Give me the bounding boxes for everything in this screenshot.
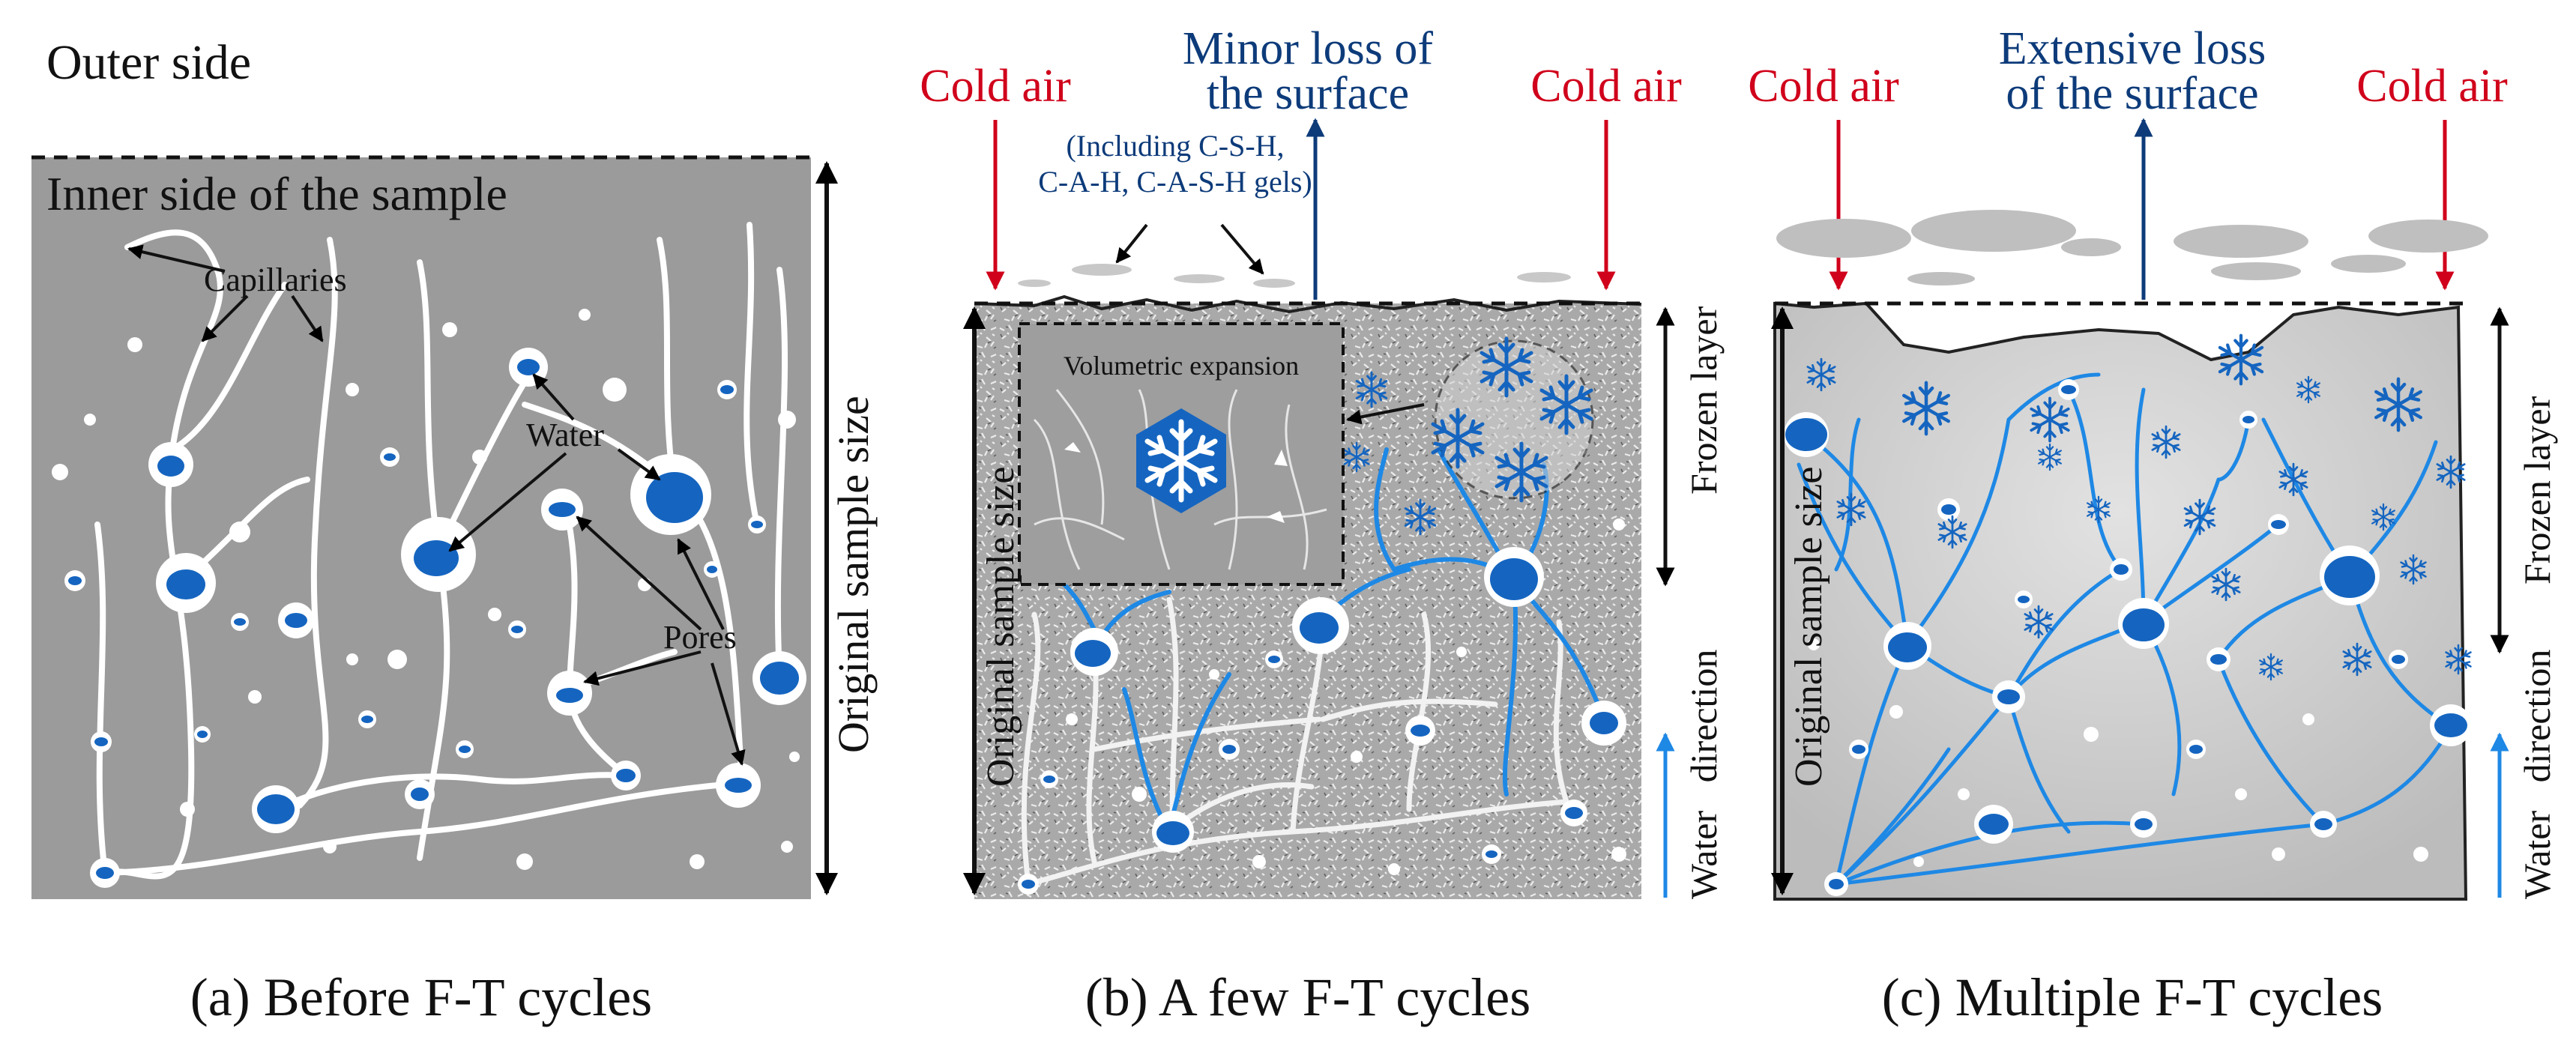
gel-pointer-1 — [1115, 223, 1148, 264]
minor-loss-line1: Minor loss of — [1183, 23, 1433, 74]
cold-air-right-b: Cold air — [1530, 61, 1682, 112]
capillaries-label: Capillaries — [204, 262, 347, 298]
gel-pointer-2 — [1220, 223, 1264, 275]
pores-b — [1018, 547, 1626, 895]
water-dir-label-b: Water direction — [1683, 650, 1725, 899]
inset-cracks — [1033, 389, 1327, 570]
panel-c: Cold air Cold air Extensive loss of the … — [1748, 23, 2558, 1027]
voids-c — [1808, 638, 2428, 867]
voids-b — [1066, 519, 1626, 875]
frozen-zone-b — [1343, 339, 1594, 536]
cold-air-left-b: Cold air — [920, 61, 1071, 112]
extensive-loss-line2: of the surface — [2006, 68, 2258, 119]
caption-b: (b) A few F-T cycles — [1085, 967, 1531, 1027]
cold-air-left-c: Cold air — [1748, 61, 1899, 112]
minor-loss-line2: the surface — [1207, 68, 1409, 119]
voids-a — [52, 309, 800, 870]
inset-label: Volumetric expansion — [1064, 351, 1299, 381]
eroded-surface-b — [974, 294, 1642, 314]
frozen-label-b: Frozen layer — [1683, 306, 1725, 495]
surface-debris-c — [1776, 210, 2488, 285]
debris-b-white — [1064, 442, 1288, 523]
caption-c: (c) Multiple F-T cycles — [1882, 967, 2383, 1027]
panel-a: Outer side Inner side of the sample — [31, 35, 878, 1027]
frozen-label-c: Frozen layer — [2516, 396, 2558, 584]
water-dir-label-c: Water direction — [2516, 650, 2558, 899]
water-label: Water — [526, 417, 604, 453]
gels-line2: C-A-H, C-A-S-H gels) — [1038, 165, 1312, 199]
size-label-b: Original sample size — [980, 467, 1022, 787]
outer-side-label: Outer side — [46, 35, 251, 90]
caption-a: (a) Before F-T cycles — [190, 967, 652, 1027]
size-label-a: Original sample size — [829, 396, 878, 753]
gels-line1: (Including C-S-H, — [1066, 129, 1284, 163]
pores-c — [1784, 379, 2472, 896]
surface-debris-b — [1018, 264, 1571, 288]
expansion-pointer-1 — [1346, 403, 1425, 425]
panel-b: Cold air Cold air Minor loss of the surf… — [920, 23, 1725, 1027]
size-label-c: Original sample size — [1788, 467, 1830, 787]
extensive-loss-line1: Extensive loss — [1999, 23, 2266, 74]
ice-crystal-icon — [1144, 419, 1218, 503]
inner-side-label: Inner side of the sample — [46, 167, 507, 220]
annotations-a — [127, 244, 746, 766]
cold-air-right-c: Cold air — [2356, 61, 2508, 112]
pores-label: Pores — [663, 619, 737, 656]
